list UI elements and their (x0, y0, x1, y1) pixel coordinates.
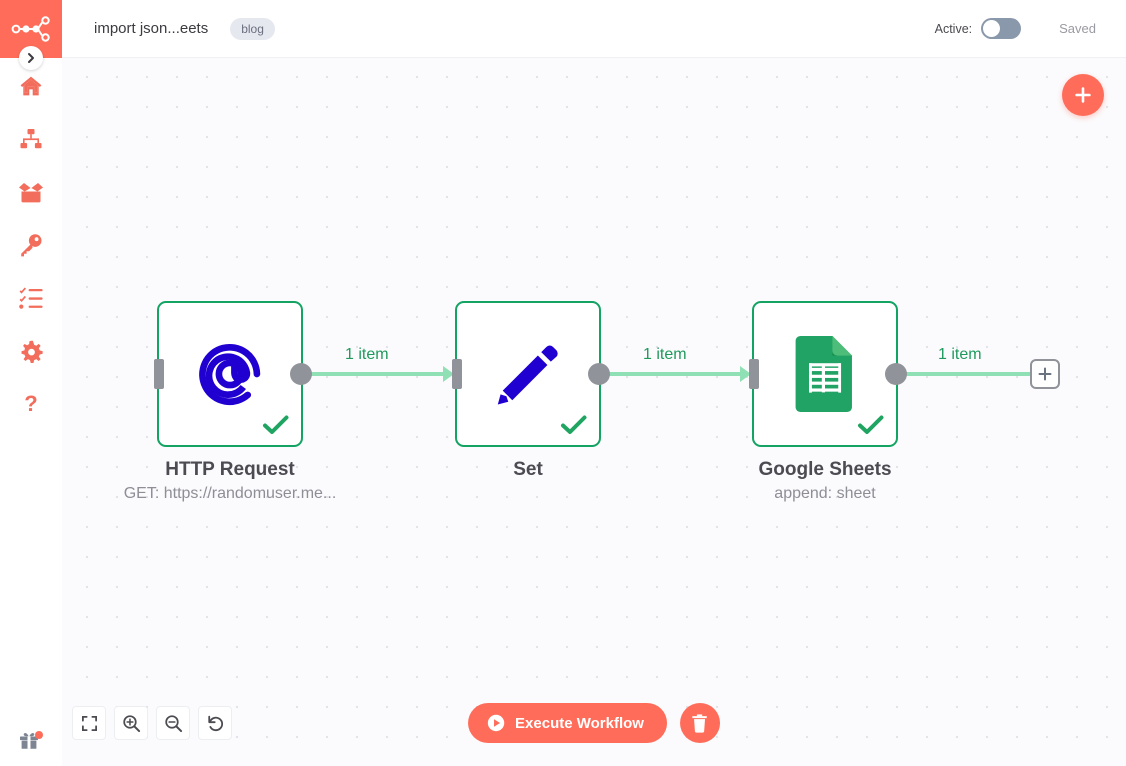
undo-icon (207, 715, 223, 731)
node-box-http-request[interactable] (154, 301, 312, 447)
connection-line-2[interactable] (601, 372, 744, 376)
connection-line-3[interactable] (898, 372, 1032, 376)
connection-arrow-1 (443, 366, 454, 382)
sidebar-item-home[interactable] (0, 66, 62, 106)
zoom-in-button[interactable] (114, 706, 148, 740)
chevron-right-icon (28, 53, 34, 63)
connection-label-3: 1 item (938, 346, 982, 363)
pencil-icon (497, 345, 558, 405)
magnifier-plus-icon (122, 714, 140, 732)
n8n-logo-icon (11, 16, 50, 42)
header-actions: Active: Saved (935, 18, 1096, 39)
execute-toolbar: Execute Workflow (468, 703, 720, 743)
saved-status: Saved (1059, 21, 1096, 36)
node-box-google-sheets[interactable] (749, 301, 907, 447)
check-icon (858, 415, 884, 434)
sidebar-item-templates[interactable] (0, 172, 62, 212)
node-input-connector[interactable] (154, 359, 164, 389)
active-label: Active: (934, 21, 973, 36)
execute-workflow-button[interactable]: Execute Workflow (468, 703, 667, 743)
open-box-icon (19, 183, 43, 203)
add-node-button[interactable] (1062, 74, 1104, 116)
connection-arrow-2 (740, 366, 751, 382)
sidebar-expand-button[interactable] (19, 46, 43, 70)
active-toggle[interactable] (981, 18, 1022, 39)
play-icon (487, 714, 505, 732)
node-title: Google Sheets (758, 459, 892, 480)
main-sidebar: ? (0, 0, 62, 766)
key-icon (21, 234, 42, 257)
node-output-connector[interactable] (885, 363, 907, 385)
home-icon (20, 76, 42, 96)
plus-icon (1038, 367, 1052, 381)
expand-icon (81, 715, 97, 731)
node-box-set[interactable] (452, 301, 610, 447)
task-list-icon (19, 287, 43, 309)
magnifier-minus-icon (164, 714, 182, 732)
gift-icon (20, 731, 43, 749)
at-sign-icon (199, 343, 261, 405)
sitemap-icon (20, 129, 42, 149)
node-google-sheets: Google Sheets append: sheet (749, 301, 907, 502)
plus-icon (1075, 87, 1091, 103)
workflow-header: import json...eets blog Active: Saved (62, 0, 1126, 58)
sidebar-item-executions[interactable] (0, 278, 62, 318)
zoom-out-button[interactable] (156, 706, 190, 740)
workflow-title[interactable]: import json...eets (94, 20, 209, 37)
question-mark-icon: ? (24, 392, 37, 416)
google-sheets-icon (795, 336, 852, 412)
connection-line-1[interactable] (304, 372, 447, 376)
sidebar-item-credentials[interactable] (0, 225, 62, 265)
gear-icon (21, 340, 43, 363)
svg-text:?: ? (24, 392, 37, 416)
sidebar-item-whats-new[interactable] (0, 722, 62, 762)
node-subtitle: append: sheet (774, 485, 876, 502)
node-subtitle: GET: https://randomuser.me... (123, 485, 337, 502)
node-title: Set (513, 459, 543, 480)
trash-icon (692, 713, 708, 733)
add-node-endpoint-button[interactable] (1030, 359, 1060, 389)
node-input-connector[interactable] (749, 359, 759, 389)
node-output-connector[interactable] (290, 363, 312, 385)
delete-button[interactable] (679, 703, 720, 743)
connection-label-1: 1 item (345, 346, 389, 363)
node-set: Set (452, 301, 610, 480)
canvas-zoom-toolbar (72, 706, 232, 740)
workflow-tag[interactable]: blog (230, 17, 275, 40)
check-icon (561, 415, 587, 434)
connection-label-2: 1 item (643, 346, 687, 363)
sidebar-item-workflows[interactable] (0, 119, 62, 159)
node-http-request: HTTP Request GET: https://randomuser.me.… (124, 301, 336, 502)
check-icon (263, 415, 289, 434)
zoom-to-fit-button[interactable] (72, 706, 106, 740)
toggle-knob (983, 20, 1001, 37)
workflow-canvas[interactable]: 1 item 1 item 1 item (62, 58, 1126, 766)
reset-zoom-button[interactable] (198, 706, 232, 740)
node-output-connector[interactable] (588, 363, 610, 385)
sidebar-item-help[interactable]: ? (0, 384, 62, 424)
sidebar-item-settings[interactable] (0, 331, 62, 371)
node-title: HTTP Request (165, 459, 295, 480)
execute-workflow-label: Execute Workflow (515, 714, 644, 732)
node-input-connector[interactable] (452, 359, 462, 389)
